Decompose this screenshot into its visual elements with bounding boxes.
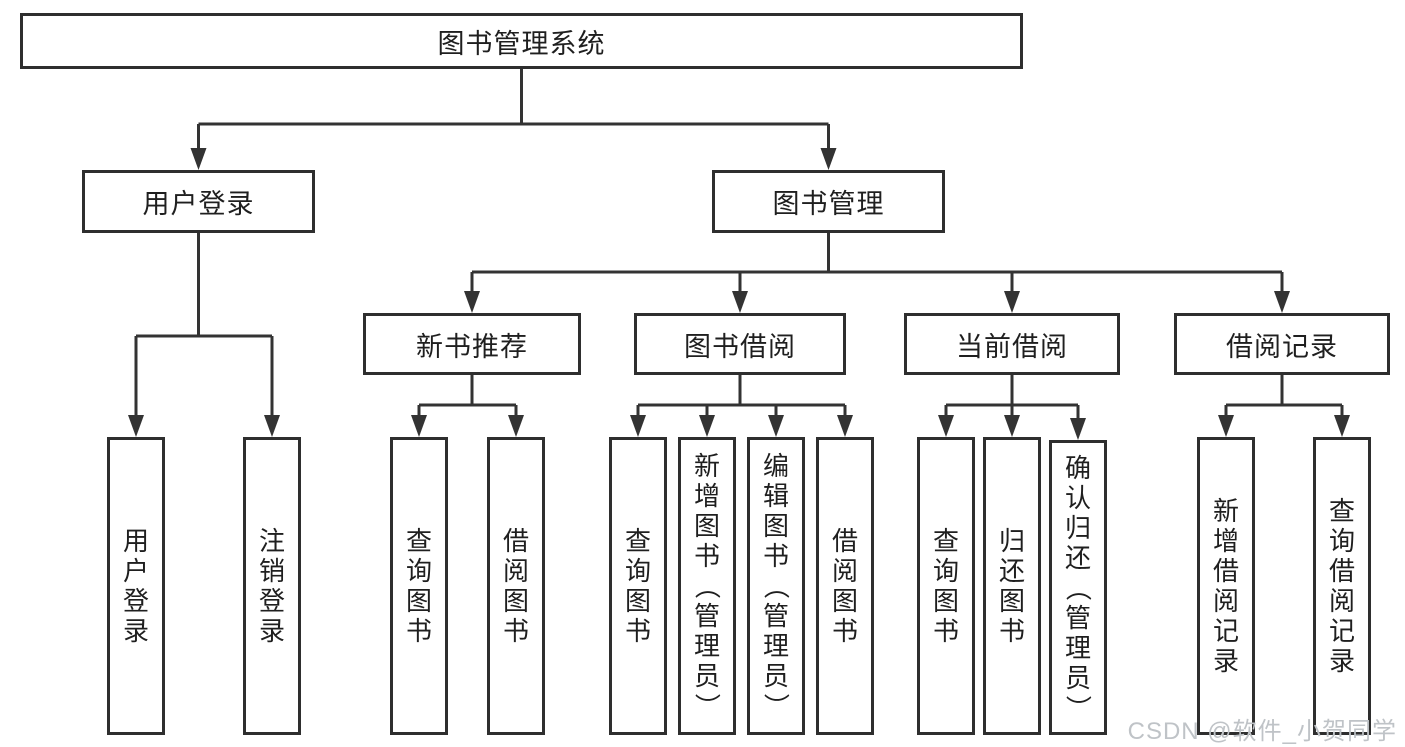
leaf-borrow-books: 借阅图书 — [487, 437, 545, 735]
csdn-watermark: CSDN @软件_小贺同学 — [1127, 718, 1397, 745]
arrowheads — [128, 148, 1350, 440]
node-label: 用户登录 — [142, 189, 255, 219]
leaf-label: 编辑图书（管理员） — [760, 451, 791, 720]
leaf-label: 查询图书 — [932, 526, 959, 646]
arrowhead-icon — [699, 415, 715, 437]
leaf-confirm-return-admin: 确认归还（管理员） — [1049, 440, 1107, 735]
arrowhead-icon — [732, 291, 748, 313]
connector-book-mgmt-to-level3 — [470, 233, 1284, 293]
leaf-label: 借阅图书 — [502, 526, 529, 646]
arrowhead-icon — [837, 415, 853, 437]
arrowhead-icon — [1218, 415, 1234, 437]
node-label: 图书管理系统 — [437, 28, 606, 59]
node-library-management-system: 图书管理系统 — [20, 13, 1023, 69]
arrowhead-icon — [190, 148, 207, 170]
leaf-query-books: 查询图书 — [390, 437, 448, 735]
node-borrowing-records: 借阅记录 — [1174, 313, 1390, 375]
arrowhead-icon — [1334, 415, 1350, 437]
node-label: 借阅记录 — [1226, 331, 1338, 362]
leaf-label: 新增借阅记录 — [1212, 496, 1239, 676]
leaf-label: 注销登录 — [258, 526, 285, 646]
leaf-label: 借阅图书 — [831, 526, 858, 646]
node-user-login-module: 用户登录 — [82, 170, 315, 233]
arrowhead-icon — [1274, 291, 1290, 313]
leaf-add-borrow-record: 新增借阅记录 — [1197, 437, 1255, 735]
leaf-label: 归还图书 — [998, 526, 1025, 646]
leaf-label: 确认归还（管理员） — [1062, 452, 1093, 721]
leaf-return-books: 归还图书 — [983, 437, 1041, 735]
leaf-label: 查询借阅记录 — [1328, 496, 1355, 676]
leaf-label: 用户登录 — [122, 526, 149, 646]
node-label: 图书借阅 — [684, 331, 796, 362]
node-label: 新书推荐 — [416, 331, 528, 362]
arrowhead-icon — [768, 415, 784, 437]
connector-current-to-leaves — [944, 375, 1080, 422]
arrowhead-icon — [630, 415, 646, 437]
leaf-query-books: 查询图书 — [609, 437, 667, 735]
node-book-borrowing: 图书借阅 — [634, 313, 846, 375]
leaf-label: 新增图书（管理员） — [691, 451, 722, 720]
node-book-management-module: 图书管理 — [712, 170, 945, 233]
connector-records-to-leaves — [1224, 375, 1344, 419]
arrowhead-icon — [464, 291, 480, 313]
leaf-logout: 注销登录 — [243, 437, 301, 735]
arrowhead-icon — [938, 415, 954, 437]
arrowhead-icon — [1004, 415, 1020, 437]
arrowhead-icon — [264, 415, 280, 437]
leaf-label: 查询图书 — [405, 526, 432, 646]
leaf-borrow-books: 借阅图书 — [816, 437, 874, 735]
connector-new-rec-to-leaves — [417, 375, 518, 419]
leaf-label: 查询图书 — [624, 526, 651, 646]
arrowhead-icon — [128, 415, 144, 437]
leaf-query-borrow-record: 查询借阅记录 — [1313, 437, 1371, 735]
arrowhead-icon — [1070, 418, 1086, 440]
leaf-edit-books-admin: 编辑图书（管理员） — [747, 437, 805, 735]
connector-root-to-level2 — [197, 69, 830, 150]
leaf-user-login: 用户登录 — [107, 437, 165, 735]
node-new-book-recommendation: 新书推荐 — [363, 313, 581, 375]
arrowhead-icon — [1004, 291, 1020, 313]
connector-borrow-to-leaves — [636, 375, 847, 419]
arrowhead-icon — [411, 415, 427, 437]
node-label: 图书管理 — [772, 189, 885, 219]
node-label: 当前借阅 — [956, 331, 1068, 362]
arrowhead-icon — [820, 148, 837, 170]
leaf-query-books: 查询图书 — [917, 437, 975, 735]
arrowhead-icon — [508, 415, 524, 437]
leaf-add-books-admin: 新增图书（管理员） — [678, 437, 736, 735]
node-current-borrowing: 当前借阅 — [904, 313, 1120, 375]
connector-user-login-to-leaves — [134, 233, 274, 419]
